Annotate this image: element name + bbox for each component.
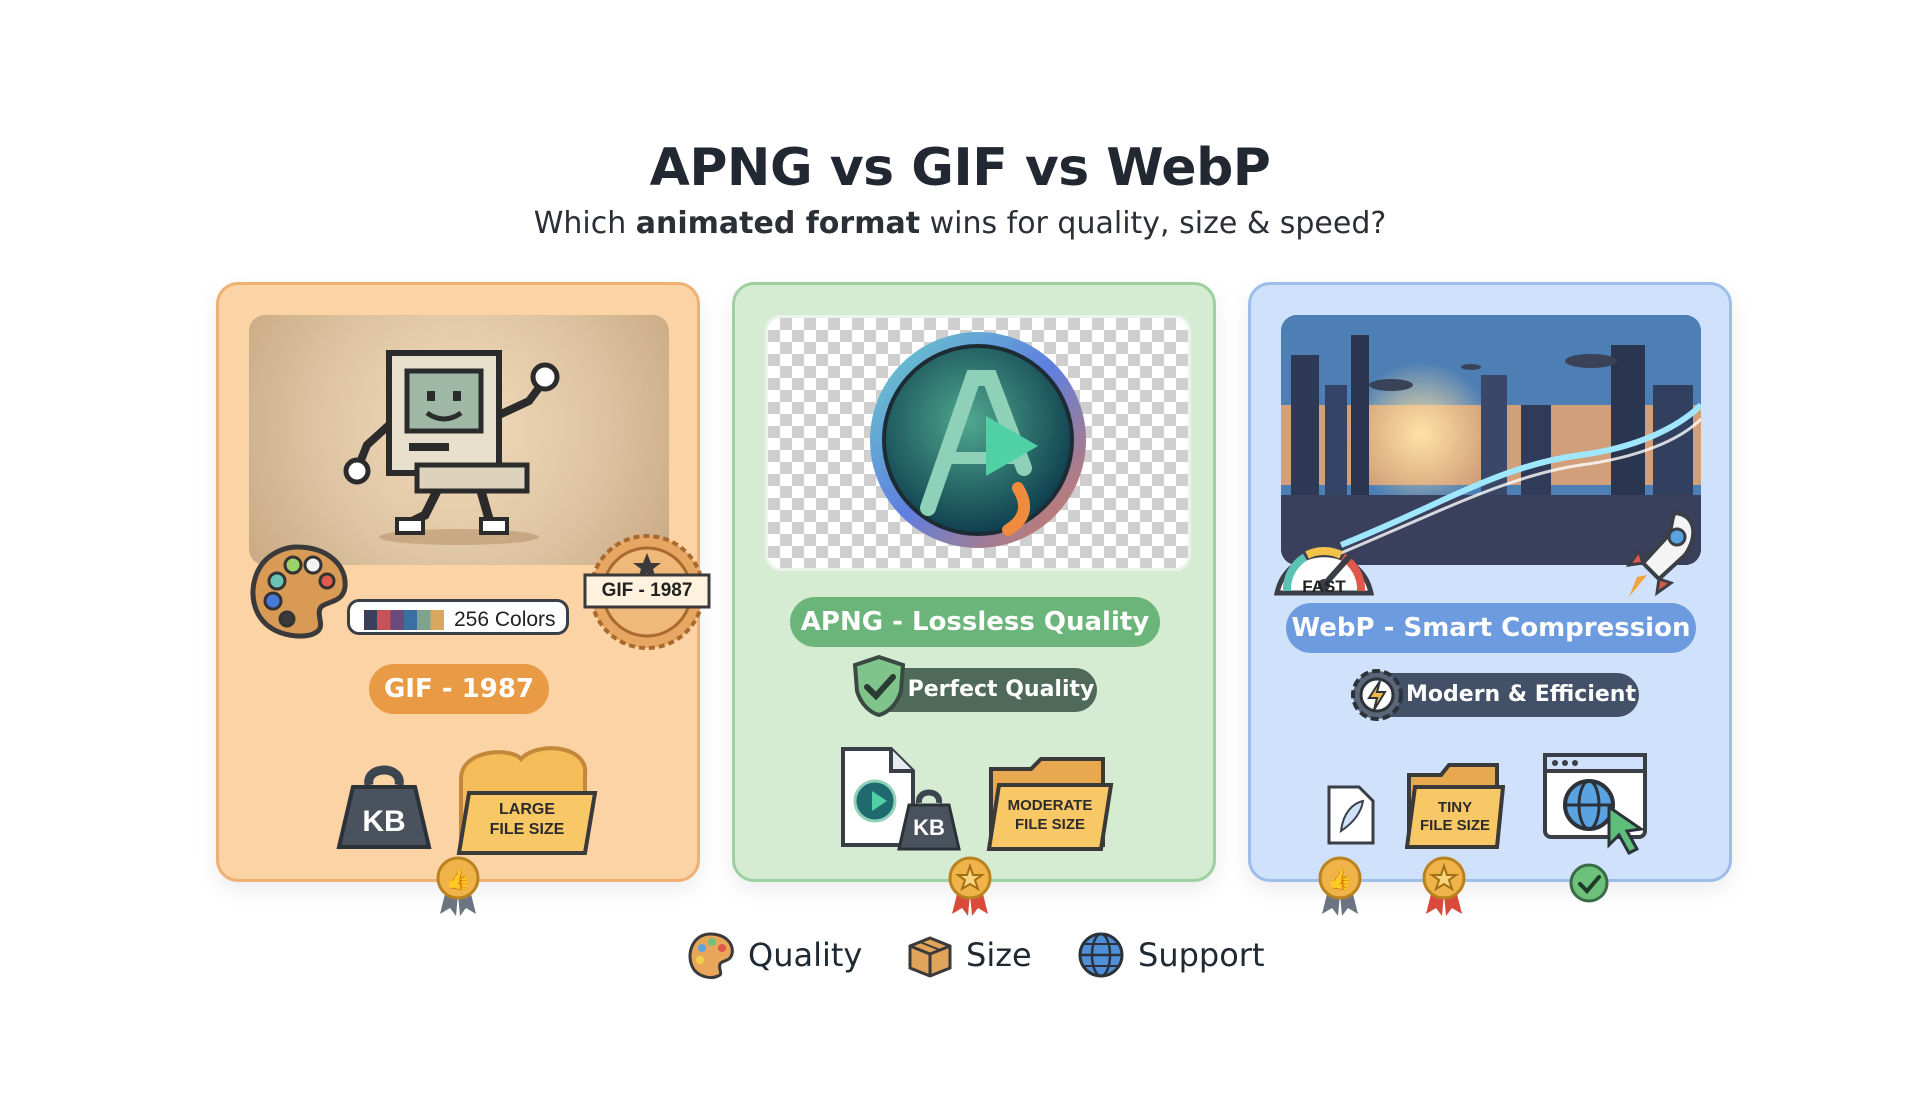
tiny-file-size-folder-icon: TINY FILE SIZE [1405, 761, 1505, 851]
browser-globe-cursor-icon [1541, 751, 1657, 855]
gif-1987-seal: GIF - 1987 [581, 531, 713, 653]
large-file-size-folder-icon: LARGE FILE SIZE [451, 739, 601, 861]
moderate-folder-label-1: MODERATE [1007, 797, 1093, 814]
webp-thumbs-up-medal-icon: 👍 [1316, 856, 1364, 918]
colors-label: 256 Colors [454, 608, 556, 631]
modern-efficient-pill: Modern & Efficient [1361, 673, 1639, 717]
webp-title-pill: WebP - Smart Compression [1286, 603, 1696, 653]
apng-logo-icon [870, 332, 1086, 548]
legend-size: Size [904, 930, 1032, 980]
legend-size-label: Size [966, 936, 1032, 974]
subtitle-pre: Which [533, 206, 636, 241]
moderate-folder-label-2: FILE SIZE [1014, 816, 1085, 833]
large-folder-label-2: FILE SIZE [489, 821, 565, 838]
gauge-label: FAST [1302, 577, 1346, 596]
legend-quality-label: Quality [748, 936, 863, 974]
palette-icon [247, 541, 351, 641]
apng-card: APNG - Lossless Quality Perfect Quality … [732, 282, 1216, 882]
pixel-computer-mascot-icon [343, 350, 560, 545]
page-title: APNG vs GIF vs WebP [649, 138, 1271, 198]
subtitle-bold: animated format [635, 206, 921, 241]
apng-file-icon [839, 745, 917, 849]
speed-gauge-icon: FAST [1267, 513, 1381, 613]
weight-kb-icon: KB [331, 753, 437, 857]
svg-text:👍: 👍 [1328, 867, 1353, 891]
apng-preview-image [765, 315, 1191, 571]
legend-support-label: Support [1138, 936, 1265, 974]
legend-support: Support [1076, 930, 1265, 980]
palette-icon [688, 932, 734, 980]
webp-small-file-icon [1325, 783, 1377, 847]
apng-weight-kb-label: KB [913, 815, 945, 840]
perfect-quality-label: Perfect Quality [907, 677, 1095, 702]
apng-star-medal-icon [946, 856, 994, 918]
color-swatch-strip [364, 610, 444, 631]
gif-preview-image [249, 315, 669, 565]
legend-quality: Quality [686, 930, 862, 980]
large-folder-label-1: LARGE [499, 801, 555, 818]
subtitle-post: wins for quality, size & speed? [920, 206, 1387, 241]
webp-star-medal-icon [1420, 856, 1468, 918]
moderate-file-size-folder-icon: MODERATE FILE SIZE [985, 753, 1115, 855]
modern-efficient-label: Modern & Efficient [1406, 682, 1636, 707]
webp-card: FAST WebP - Smart Compression Modern & E… [1248, 282, 1732, 882]
gif-thumbs-up-medal-icon: 👍 [434, 856, 482, 918]
gif-title-pill: GIF - 1987 [369, 664, 549, 714]
apng-title-pill: APNG - Lossless Quality [790, 597, 1160, 647]
shield-check-icon [849, 653, 909, 719]
page-subtitle: Which animated format wins for quality, … [0, 206, 1920, 241]
globe-icon [1078, 932, 1124, 978]
apng-weight-kb-icon: KB [895, 785, 963, 853]
seal-label: GIF - 1987 [601, 580, 693, 601]
gif-card: 256 Colors GIF - 1987 GIF - 1987 KB LARG… [216, 282, 711, 882]
webp-check-circle-icon [1568, 862, 1610, 904]
rocket-icon [1615, 505, 1705, 605]
tiny-folder-label-2: FILE SIZE [1419, 817, 1490, 834]
package-box-icon [908, 936, 952, 978]
svg-text:👍: 👍 [446, 867, 471, 891]
weight-kb-label: KB [362, 805, 406, 838]
tiny-folder-label-1: TINY [1437, 799, 1473, 816]
gear-lightning-icon [1347, 665, 1407, 725]
colors-badge: 256 Colors [347, 599, 569, 635]
